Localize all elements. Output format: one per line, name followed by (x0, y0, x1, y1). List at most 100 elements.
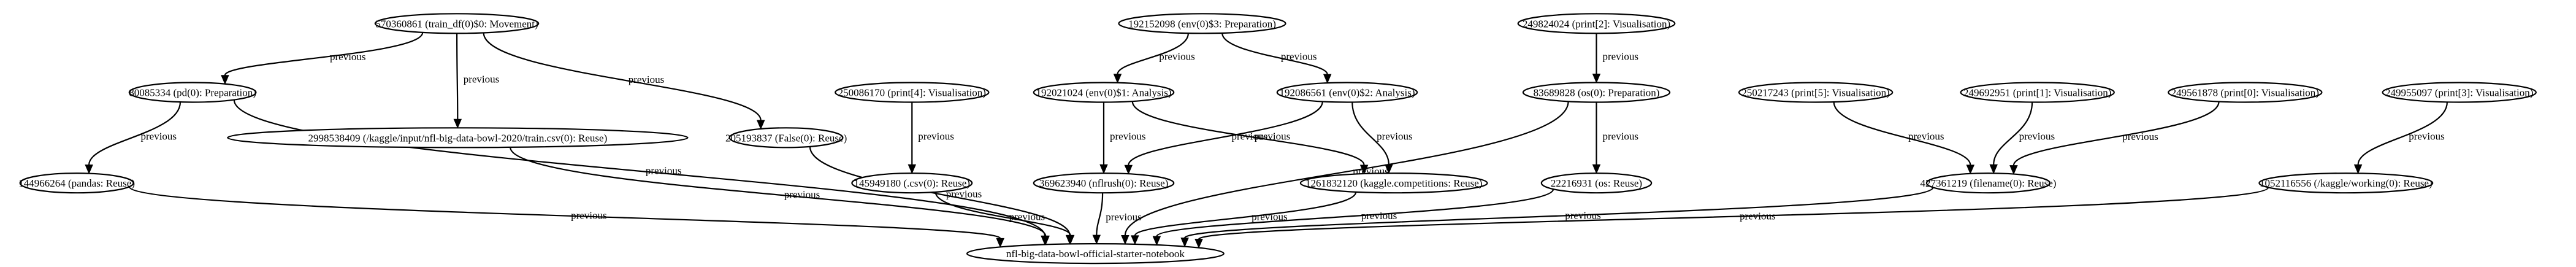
edge: previous (1099, 102, 1146, 174)
node-ellipse[interactable] (1033, 172, 1175, 194)
edge-label: previous (2409, 131, 2445, 142)
arrowhead-icon (1323, 74, 1332, 84)
graph-node-n83689828[interactable]: 83689828 (os(0): Preparation) (1522, 82, 1671, 103)
edge: previous (1194, 187, 2269, 249)
node-ellipse[interactable] (2168, 82, 2323, 103)
node-label: 83689828 (os(0): Preparation) (1534, 87, 1660, 99)
arrowhead-icon (996, 238, 1004, 248)
edge-line (1131, 101, 1365, 166)
graph-node-n249824024[interactable]: 249824024 (print[2]: Visualisation) (1517, 13, 1676, 34)
graph-node-n22216931[interactable]: 22216931 (os: Reuse) (1540, 172, 1653, 194)
node-ellipse[interactable] (2382, 82, 2537, 103)
edge-line (1156, 188, 1554, 238)
edge: previous (2009, 101, 2220, 175)
edge-line (1128, 101, 1323, 166)
edge: previous (1131, 192, 1357, 246)
arrowhead-icon (453, 118, 462, 129)
edge-line (1833, 101, 1971, 166)
graph-node-n1261832120[interactable]: 1261832120 (kaggle.competitions: Reuse) (1299, 172, 1488, 194)
node-ellipse[interactable] (1276, 82, 1418, 103)
node-ellipse[interactable] (1925, 172, 2051, 194)
node-label: 205193837 (False(0): Reuse) (725, 132, 847, 144)
edge-line (1184, 187, 1934, 239)
node-ellipse[interactable] (1517, 13, 1676, 34)
graph-node-n250217243[interactable]: 250217243 (print[5]: Visualisation) (1738, 82, 1894, 103)
edge-label: previous (646, 165, 682, 177)
node-ellipse[interactable] (1540, 172, 1653, 194)
node-ellipse[interactable] (835, 82, 990, 103)
node-ellipse[interactable] (728, 127, 844, 149)
node-ellipse[interactable] (374, 13, 540, 34)
graph-node-n80085334[interactable]: 80085334 (pd(0): Preparation) (128, 82, 257, 103)
graph-node-n249561878[interactable]: 249561878 (print[0]: Visualisation) (2168, 82, 2323, 103)
edge-line (128, 186, 1001, 239)
graph-node-root[interactable]: nfl-big-data-bowl-official-starter-noteb… (966, 243, 1225, 265)
graph-node-n570360861[interactable]: 570360861 (train_df(0)$0: Movement) (374, 13, 540, 34)
graph-node-n369623940[interactable]: 369623940 (nflrush(0): Reuse) (1033, 172, 1175, 194)
node-label: 1052116556 (/kaggle/working(0): Reuse) (2260, 177, 2433, 189)
edge-line (1993, 102, 2033, 165)
arrowhead-icon (1989, 164, 1998, 174)
node-ellipse[interactable] (128, 82, 257, 103)
node-label: 1261832120 (kaggle.competitions: Reuse) (1305, 177, 1482, 189)
graph-node-n1052116556[interactable]: 1052116556 (/kaggle/working(0): Reuse) (2258, 172, 2434, 194)
edge: previous (483, 33, 765, 130)
graph-node-n2998538409[interactable]: 2998538409 (/kaggle/input/nfl-big-data-b… (227, 127, 689, 149)
node-label: 250086170 (print[4]: Visualisation) (838, 87, 986, 99)
arrowhead-icon (1041, 235, 1050, 246)
edge-line (809, 146, 1071, 236)
node-label: 369623940 (nflrush(0): Reuse) (1039, 177, 1169, 189)
graph-node-n192152098[interactable]: 192152098 (env(0)$3: Preparation) (1118, 13, 1286, 34)
edge-line (1351, 102, 1389, 165)
edge-line (510, 147, 1047, 236)
node-ellipse[interactable] (851, 172, 973, 194)
edge-line (233, 99, 1046, 236)
arrowhead-icon (908, 164, 917, 174)
node-ellipse[interactable] (1299, 172, 1488, 194)
graph-node-n249692951[interactable]: 249692951 (print[1]: Visualisation) (1960, 82, 2115, 103)
edge-label: previous (1565, 210, 1601, 222)
edge-label: previous (141, 131, 177, 142)
nodes-layer: 570360861 (train_df(0)$0: Movement) 80085… (18, 13, 2537, 265)
graph-node-n192021024[interactable]: 192021024 (env(0)$1: Analysis) (1033, 82, 1175, 103)
node-ellipse[interactable] (1960, 82, 2115, 103)
edge: previous (128, 186, 1004, 248)
arrowhead-icon (2009, 165, 2018, 175)
node-ellipse[interactable] (1033, 82, 1175, 103)
node-ellipse[interactable] (227, 127, 689, 149)
node-ellipse[interactable] (19, 172, 134, 194)
edge-line (1221, 33, 1328, 75)
arrowhead-icon (1592, 74, 1601, 83)
graph-node-n205193837[interactable]: 205193837 (False(0): Reuse) (725, 127, 847, 149)
graph-node-n145949180[interactable]: 145949180 (.csv(0): Reuse) (851, 172, 973, 194)
graph-node-n250086170[interactable]: 250086170 (print[4]: Visualisation) (835, 82, 990, 103)
node-label: 145949180 (.csv(0): Reuse) (854, 177, 970, 189)
graph-node-n144966264[interactable]: 144966264 (pandas: Reuse) (18, 172, 135, 194)
edge: previous (1592, 102, 1639, 174)
edge-line (483, 33, 762, 121)
arrowhead-icon (1194, 239, 1203, 249)
arrowhead-icon (221, 75, 229, 85)
edge: previous (510, 147, 1050, 246)
edge: previous (1131, 101, 1369, 175)
edge-line (1124, 101, 1569, 236)
node-ellipse[interactable] (1738, 82, 1894, 103)
node-ellipse[interactable] (966, 243, 1225, 265)
edge: previous (934, 192, 1075, 245)
arrowhead-icon (1180, 238, 1189, 247)
edge-label: previous (1603, 131, 1639, 142)
node-label: 249955097 (print[3]: Visualisation) (2385, 87, 2533, 99)
graph-node-n427361219[interactable]: 427361219 (filename(0): Reuse) (1921, 172, 2057, 194)
edge-line (1117, 33, 1189, 75)
graph-node-n192086561[interactable]: 192086561 (env(0)$2: Analysis) (1276, 82, 1418, 103)
arrowhead-icon (85, 164, 93, 174)
edge-label: previous (1252, 211, 1288, 223)
graph-node-n249955097[interactable]: 249955097 (print[3]: Visualisation) (2382, 82, 2537, 103)
node-label: 249824024 (print[2]: Visualisation) (1523, 18, 1670, 29)
node-ellipse[interactable] (2258, 172, 2434, 194)
node-ellipse[interactable] (1118, 13, 1286, 34)
node-ellipse[interactable] (1522, 82, 1671, 103)
node-label: 2998538409 (/kaggle/input/nfl-big-data-b… (308, 132, 608, 144)
edge-line (1198, 187, 2269, 240)
